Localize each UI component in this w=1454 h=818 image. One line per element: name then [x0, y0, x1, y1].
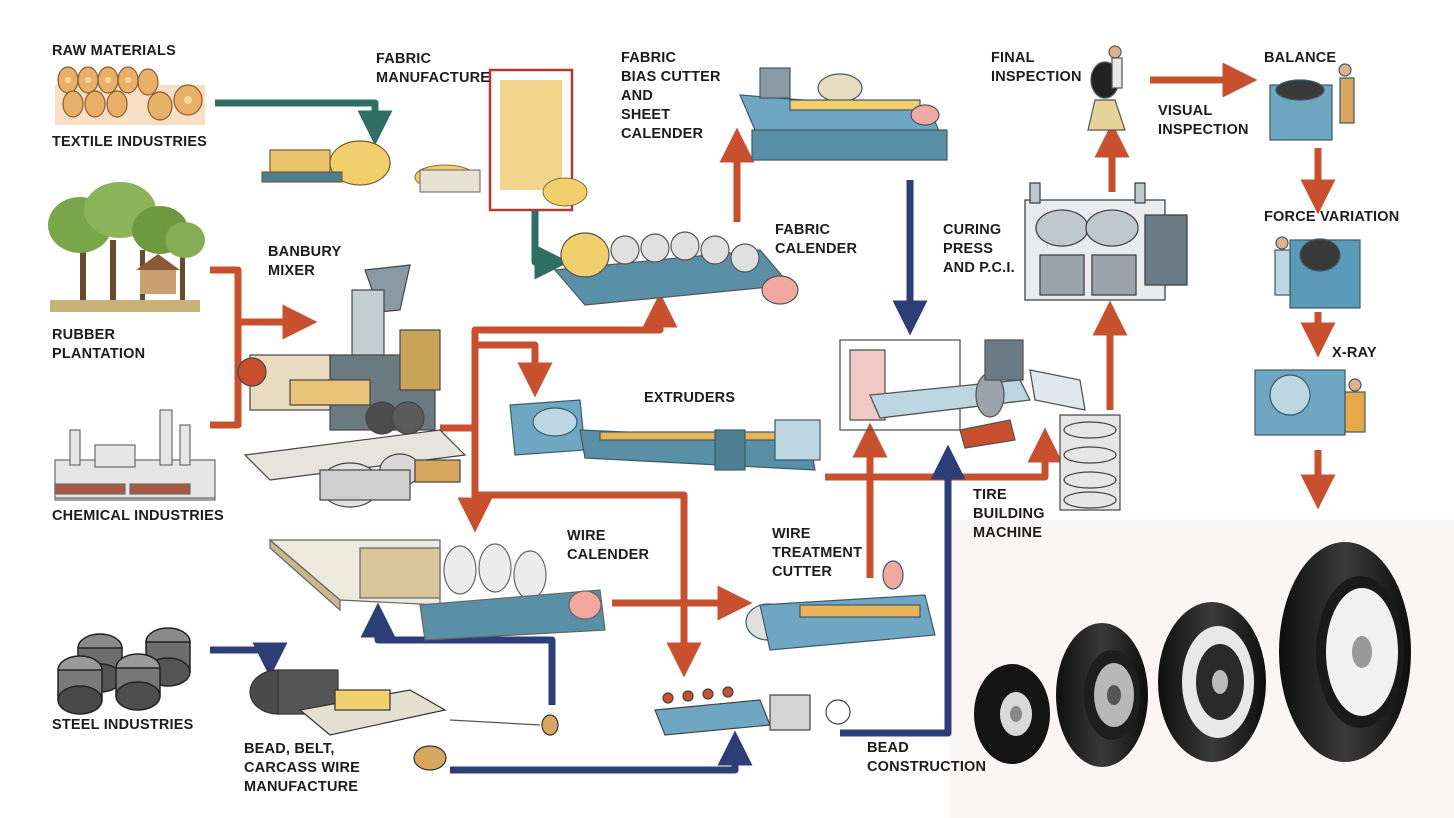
arrow-rubber-to-mixer	[210, 266, 318, 340]
finished-tire-truck	[1279, 542, 1411, 762]
wire-calender-icon	[268, 538, 606, 641]
force-variation-machine-icon	[1274, 236, 1361, 309]
extruder-line-icon	[509, 399, 821, 471]
green-tire-rack-icon	[1059, 414, 1121, 511]
label-fabric-manufacture: FABRIC MANUFACTURE	[376, 51, 491, 86]
inspection-stand-icon	[1087, 45, 1126, 131]
label-tire-building-machine: TIRE BUILDING MACHINE	[973, 487, 1045, 541]
bead-wire-line-icon	[249, 669, 559, 771]
rubber-tree-icon	[48, 182, 205, 312]
bead-winder-icon	[654, 686, 851, 736]
fabric-rolls-icon	[55, 66, 205, 125]
label-fabric-calender: FABRIC CALENDER	[775, 222, 858, 257]
fabric-calender-icon	[553, 231, 799, 306]
label-final-inspection: FINAL INSPECTION	[991, 50, 1082, 85]
label-fabric-bias-cutter: FABRIC BIAS CUTTER AND SHEET CALENDER	[621, 50, 721, 142]
label-banbury-mixer: BANBURY MIXER	[268, 244, 342, 279]
banbury-mixer-icon	[237, 264, 467, 508]
arrow-textile-to-fabric	[215, 99, 393, 146]
fabric-loom-icon	[414, 68, 588, 212]
arrow-chemical-to-mixer	[210, 322, 242, 429]
arrow-mixer-to-bead	[471, 440, 702, 678]
label-wire-calender: WIRE CALENDER	[567, 528, 650, 563]
label-bead-construction: BEAD CONSTRUCTION	[867, 740, 987, 775]
finished-tire-small	[974, 664, 1050, 764]
arrow-steel-to-bead-line	[210, 642, 288, 678]
balance-machine-icon	[1269, 63, 1355, 141]
fabric-roll-unwinder-icon	[261, 140, 391, 186]
bias-cutter-icon	[739, 67, 948, 161]
wire-cutter-icon	[745, 560, 936, 651]
arrow-mixer-to-calender	[471, 292, 678, 428]
label-x-ray: X-RAY	[1332, 345, 1377, 361]
label-chemical-industries: CHEMICAL INDUSTRIES	[52, 508, 224, 524]
label-curing-press: CURING PRESS AND P.C.I.	[943, 222, 1015, 276]
label-wire-treatment-cutter: WIRE TREATMENT CUTTER	[772, 526, 863, 580]
label-rubber-plantation: RUBBER PLANTATION	[52, 327, 146, 362]
label-steel-industries: STEEL INDUSTRIES	[52, 717, 194, 733]
flow-arrows	[210, 62, 1336, 774]
x-ray-machine-icon	[1254, 369, 1366, 436]
chemical-plant-icon	[54, 409, 216, 501]
label-force-variation: FORCE VARIATION	[1264, 209, 1400, 225]
arrow-bead-to-builder	[840, 444, 966, 737]
arrow-fabric-to-calender	[531, 210, 570, 280]
arrow-mixer-to-extruders	[475, 341, 553, 398]
tire-building-machine-icon	[839, 339, 1086, 449]
finished-tire-medium	[1056, 623, 1148, 767]
arrow-bead-line-to-bead-construction	[450, 730, 753, 774]
steel-coils-icon	[57, 627, 191, 715]
finished-tire-icon	[974, 542, 1411, 767]
curing-press-icon	[1024, 182, 1188, 301]
label-textile-industries: TEXTILE INDUSTRIES	[52, 134, 208, 150]
finished-tire-whitewall	[1158, 602, 1266, 762]
arrow-bead-line-to-wire-calender	[360, 602, 556, 705]
label-balance: BALANCE	[1264, 50, 1337, 66]
arrow-extruders-to-builder	[825, 427, 1063, 481]
label-visual-inspection: VISUAL INSPECTION	[1158, 103, 1249, 138]
label-raw-materials: RAW MATERIALS	[52, 43, 176, 59]
label-extruders: EXTRUDERS	[644, 390, 736, 406]
label-bead-belt-carcass: BEAD, BELT, CARCASS WIRE MANUFACTURE	[244, 741, 360, 795]
